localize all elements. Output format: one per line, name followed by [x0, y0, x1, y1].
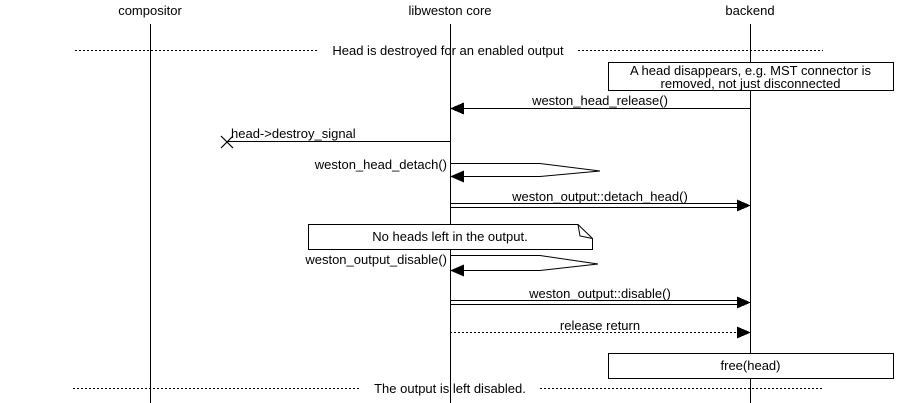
message-label-weston-head-detach: weston_head_detach() [314, 157, 447, 172]
arrow-weston-output-disable-self [450, 255, 599, 277]
divider-bottom-label: The output is left disabled. [374, 381, 526, 396]
divider-top-label: Head is destroyed for an enabled output [332, 43, 564, 58]
entity-label-compositor: compositor [118, 3, 182, 18]
box-free-head-text: free(head) [720, 358, 781, 373]
message-label-weston-head-release: weston_head_release() [532, 93, 668, 108]
box-head-disappears [608, 62, 894, 91]
entity-label-backend: backend [725, 3, 775, 18]
box-free-head [608, 353, 894, 379]
message-label-release-return: release return [559, 318, 641, 333]
message-label-weston-output-disable: weston_output_disable() [305, 252, 447, 267]
arrow-weston-head-detach-self [450, 163, 601, 183]
arrow-weston-output-detach-head [450, 199, 751, 212]
arrow-weston-head-release [450, 102, 750, 115]
note-no-heads [308, 224, 593, 250]
box-head-disappears-line1: A head disappears, e.g. MST connector is [629, 63, 872, 78]
message-label-weston-output-detach-head: weston_output::detach_head() [512, 189, 688, 204]
note-no-heads-text: No heads left in the output. [372, 229, 528, 244]
arrow-head-destroy-signal [220, 135, 450, 149]
message-label-head-destroy-signal: head->destroy_signal [231, 126, 356, 141]
box-head-disappears-text: A head disappears, e.g. MST connector is… [608, 64, 893, 90]
box-head-disappears-line2: removed, not just disconnected [660, 76, 841, 91]
message-label-weston-output-disable-call: weston_output::disable() [529, 286, 671, 301]
lost-message-x [220, 135, 234, 149]
arrow-weston-output-disable-call [450, 296, 751, 309]
entity-label-libweston-core: libweston core [408, 3, 492, 18]
arrow-release-return [450, 326, 751, 339]
note-fold-corner [577, 224, 593, 239]
